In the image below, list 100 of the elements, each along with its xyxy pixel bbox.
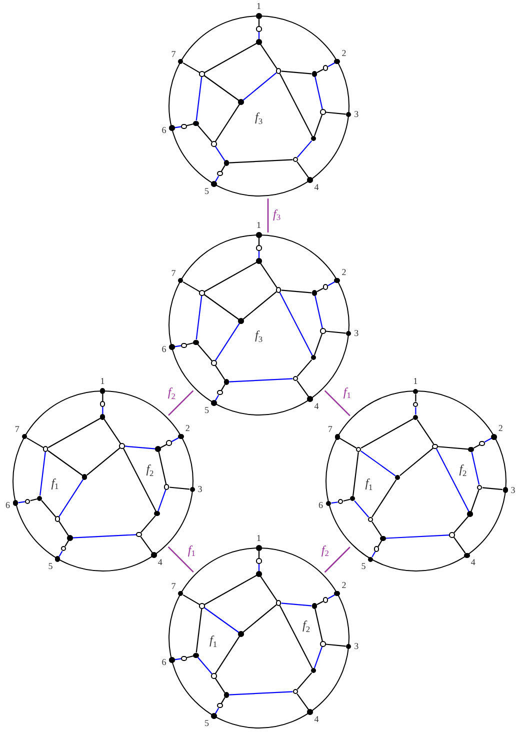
graph-edge [214, 365, 226, 380]
graph-edge [296, 693, 310, 710]
graph-edge [220, 384, 226, 391]
filled-vertex [412, 414, 418, 420]
vertex-number: 7 [14, 425, 20, 434]
face-label: f$_{3}$ [255, 329, 263, 341]
graph-edge [214, 104, 240, 142]
graph-edge [197, 344, 212, 362]
graph-edge [186, 342, 194, 346]
boundary-vertex [211, 400, 217, 406]
vertex-number: 2 [498, 424, 503, 433]
boundary-vertex [22, 434, 28, 440]
graph-edge [436, 448, 470, 512]
graph-edge [18, 501, 25, 504]
hollow-vertex [211, 673, 217, 679]
hollow-vertex [100, 401, 106, 407]
graph-edge [471, 452, 480, 485]
graph-edge [196, 296, 202, 340]
vertex-number: 7 [328, 425, 332, 434]
graph-edge [123, 448, 156, 512]
hollow-vertex [164, 484, 170, 490]
graph-edge [214, 146, 226, 161]
filled-vertex [468, 446, 474, 452]
vertex-number: 1 [256, 2, 261, 11]
face-label: f$_{1}$ [51, 476, 59, 488]
boundary-vertex [502, 487, 508, 493]
filled-vertex [224, 160, 230, 166]
filled-vertex [193, 120, 199, 126]
graph-edge [204, 75, 240, 101]
boundary-vertex [307, 396, 313, 402]
graph-edge [415, 394, 416, 402]
edge-label: f$_{1}$ [342, 386, 352, 398]
hollow-vertex [449, 532, 455, 538]
filled-vertex [238, 631, 244, 637]
graph-edge [279, 73, 313, 136]
hollow-vertex [211, 360, 217, 366]
filled-vertex [256, 571, 262, 577]
graph-edge [204, 294, 240, 320]
filled-vertex [312, 290, 318, 296]
filled-vertex [238, 99, 244, 105]
graph-edge [196, 76, 202, 121]
boundary-vertex [178, 434, 184, 440]
boundary-vertex [54, 556, 60, 562]
filled-vertex [256, 39, 262, 45]
vertex-number: 6 [318, 501, 323, 510]
graph-edge [296, 161, 310, 178]
graph-edge [204, 607, 240, 633]
graph-edge [326, 644, 346, 647]
connector-line [267, 198, 269, 232]
graph-edge [328, 62, 336, 68]
filled-vertex [312, 71, 318, 77]
boundary-vertex [211, 713, 217, 719]
graph-edge [174, 126, 182, 128]
hollow-vertex [276, 287, 282, 293]
filled-vertex [224, 692, 230, 698]
graph-edge [328, 281, 336, 286]
filled-vertex [350, 496, 356, 502]
graph-edge [40, 452, 46, 496]
graph-edge [182, 594, 200, 606]
face-label: f$_{3}$ [255, 111, 263, 123]
graph-edge [296, 140, 312, 158]
graph-edge [326, 330, 346, 334]
boundary-vertex [334, 278, 340, 284]
vertex-number: 7 [171, 582, 176, 591]
graph-edge [314, 114, 323, 136]
boundary-vertex [12, 500, 18, 506]
connector-line [168, 546, 194, 573]
graph-edge [242, 291, 277, 320]
hollow-vertex [322, 597, 328, 603]
graph-edge [58, 521, 69, 536]
hollow-vertex [320, 328, 326, 334]
hollow-vertex [217, 170, 223, 176]
vertex-number: 6 [6, 500, 10, 510]
edge-label: f$_{3}$ [272, 208, 282, 220]
filled-vertex [224, 379, 230, 385]
vertex-number: 3 [198, 485, 202, 494]
vertex-number: 1 [100, 377, 105, 386]
graph-edge [229, 159, 293, 164]
hollow-vertex [368, 516, 374, 522]
graph-edge [316, 600, 324, 606]
hollow-vertex [412, 402, 418, 408]
vertex-number: 5 [204, 187, 209, 196]
graph-edge [158, 489, 166, 512]
hollow-vertex [181, 656, 187, 662]
graph-edge [41, 500, 56, 518]
vertex-number: 5 [204, 406, 209, 415]
graph-edge [204, 42, 257, 74]
graph-edge [242, 604, 277, 633]
graph-edge [314, 333, 323, 356]
filled-vertex [312, 603, 318, 609]
graph-edge [438, 446, 468, 450]
boundary-vertex [169, 125, 175, 131]
graph-edge [48, 418, 101, 448]
hollow-vertex [256, 558, 262, 564]
filled-vertex [154, 510, 160, 516]
filled-vertex [394, 474, 400, 480]
vertex-number: 3 [354, 329, 359, 338]
vertex-number: 4 [470, 558, 476, 568]
hollow-vertex [432, 444, 438, 450]
hollow-vertex [322, 65, 328, 71]
